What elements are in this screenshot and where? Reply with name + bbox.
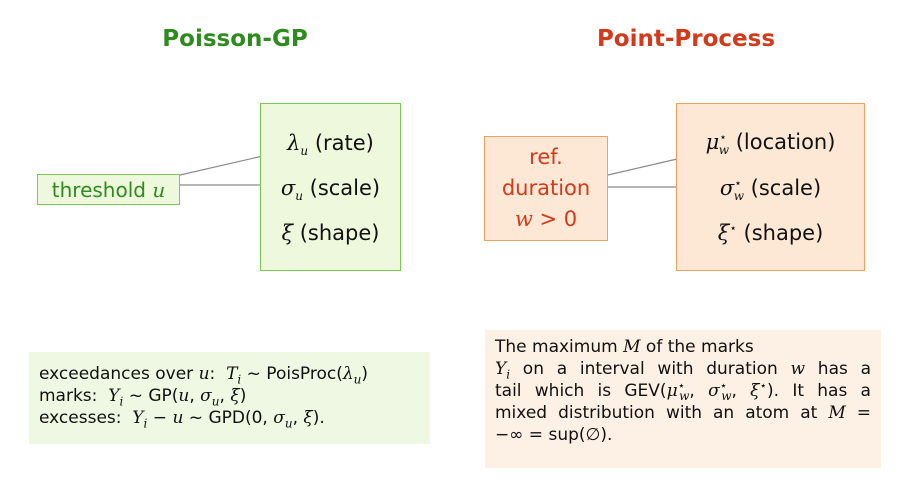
gp-parameters-box: λu (rate) σu (scale) ξ (shape) (260, 103, 401, 271)
note-marks: marks: Yi ~ GP(u, σu, ξ) (39, 386, 247, 409)
ref-duration-line-3: w > 0 (514, 207, 578, 231)
threshold-box: threshold u (37, 174, 180, 205)
point-process-title: Point-Process (596, 26, 776, 52)
poisson-gp-title: Poisson-GP (162, 26, 308, 52)
note-excesses: excesses: Yi − u ~ GPD(0, σu, ξ). (39, 408, 325, 431)
gp-param-scale: σu (scale) (280, 176, 381, 204)
threshold-label: threshold u (51, 177, 166, 202)
reference-duration-box: ref. duration w > 0 (484, 136, 608, 241)
point-process-note: The maximum M of the marks Yi on a inter… (485, 330, 881, 468)
gp-param-shape: ξ (shape) (281, 221, 380, 245)
gp-param-rate: λu (rate) (287, 131, 374, 159)
ref-duration-line-2: duration (501, 176, 591, 200)
poisson-gp-note: exceedances over u: Ti ~ PoisProc(λu) ma… (29, 352, 430, 444)
pp-param-scale: σ⋆w (scale) (719, 176, 822, 204)
pp-param-shape: ξ⋆ (shape) (717, 221, 824, 245)
pp-parameters-box: μ⋆w (location) σ⋆w (scale) ξ⋆ (shape) (676, 103, 865, 271)
pp-param-location: μ⋆w (location) (705, 130, 836, 158)
note-exceedances: exceedances over u: Ti ~ PoisProc(λu) (39, 364, 369, 387)
ref-duration-line-1: ref. (529, 145, 563, 169)
